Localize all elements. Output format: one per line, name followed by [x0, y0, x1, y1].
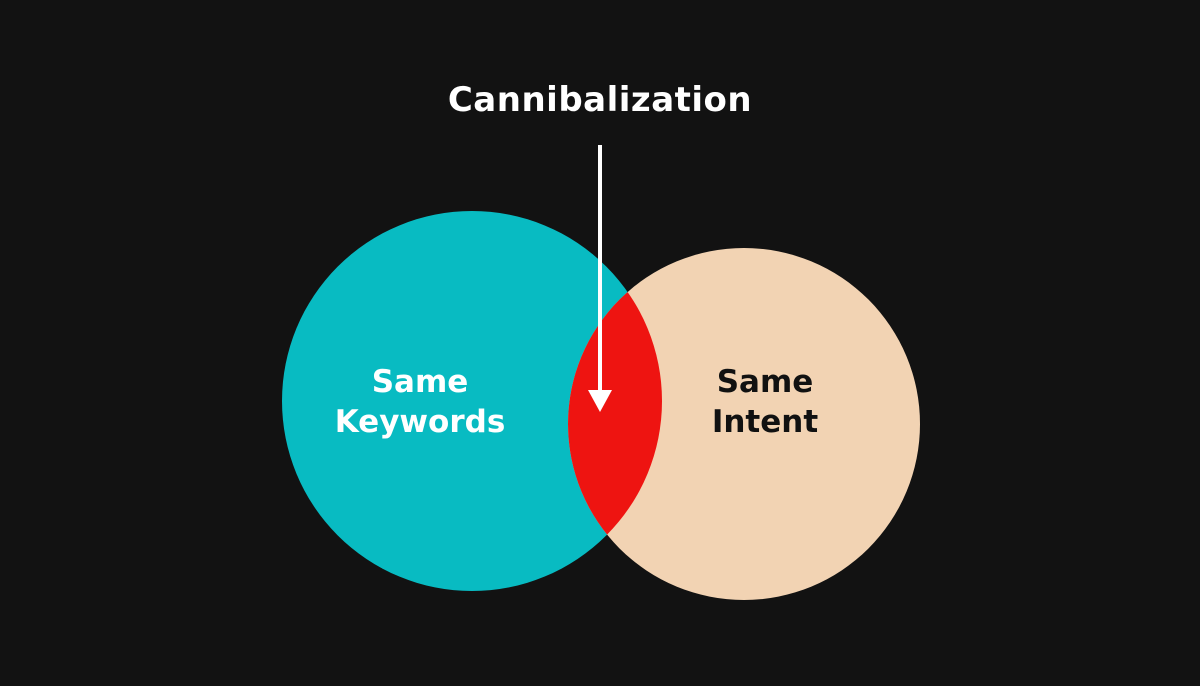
same-keywords-circle — [282, 211, 662, 591]
diagram-title: Cannibalization — [447, 80, 753, 120]
arrow-head — [588, 390, 612, 412]
same-intent-circle — [568, 248, 920, 600]
same-intent-label: Same Intent — [711, 364, 819, 441]
down-arrow-icon — [588, 145, 612, 412]
same-keywords-label: Same Keywords — [334, 364, 506, 441]
